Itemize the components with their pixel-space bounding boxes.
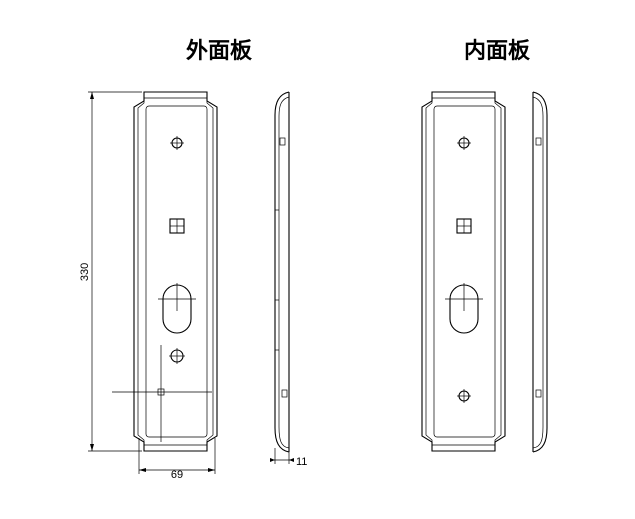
depth-dimension-label: 11 — [296, 456, 307, 468]
spindle-square-hole-icon — [169, 218, 185, 234]
depth-dimension: 11 — [270, 448, 307, 468]
width-dimension-label: 69 — [171, 469, 183, 481]
outer-panel-title: 外面板 — [186, 38, 253, 64]
width-dimension: 69 — [138, 438, 216, 481]
screw-hole-icon — [457, 389, 471, 403]
spindle-square-hole-icon — [456, 218, 472, 234]
height-dimension-label: 330 — [79, 263, 91, 281]
cylinder-hole-icon — [445, 283, 483, 334]
screw-hole-icon — [457, 136, 471, 150]
thumb-turn-hole-icon — [169, 348, 185, 364]
cylinder-hole-icon — [158, 283, 196, 334]
origin-crosshair — [112, 345, 212, 442]
inner-panel-front-view — [421, 91, 506, 452]
inner-panel-title: 内面板 — [464, 39, 531, 64]
inner-panel-side-view — [532, 91, 548, 453]
screw-hole-icon — [170, 136, 184, 150]
outer-panel-front-view — [112, 91, 218, 452]
height-dimension: 330 — [79, 91, 142, 452]
outer-panel-side-view — [274, 91, 290, 453]
